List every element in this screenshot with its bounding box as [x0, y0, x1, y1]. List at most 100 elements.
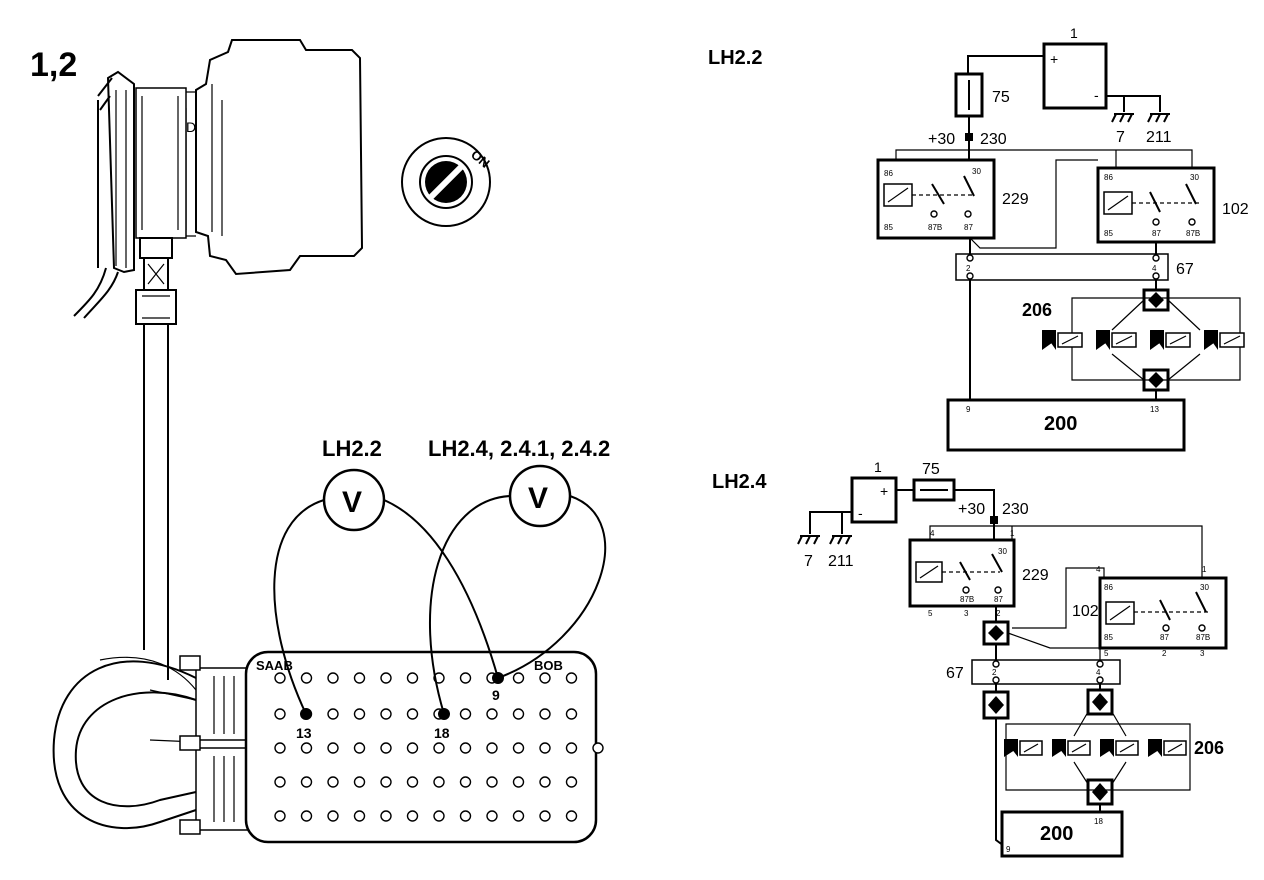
bob-socket — [486, 810, 498, 822]
lh22-connector-67 — [955, 253, 1169, 281]
bob-socket — [353, 810, 366, 822]
bob-socket — [459, 742, 472, 754]
bob-socket — [565, 776, 578, 788]
lh22-main-pin-86: 86 — [884, 169, 893, 178]
bob-socket — [459, 672, 472, 684]
bob-socket — [274, 776, 286, 788]
injector-icon — [1096, 330, 1137, 350]
bob-socket — [380, 672, 392, 684]
lh24-conn-pin-4: 4 — [1096, 668, 1101, 677]
bob-socket — [512, 776, 525, 788]
lh22-conn-pin-2: 2 — [966, 264, 971, 273]
bob-socket — [327, 708, 339, 720]
lh24-ecu-pin-9: 9 — [1006, 845, 1011, 854]
bob-socket — [406, 742, 419, 754]
bob-socket — [592, 742, 604, 754]
lh24-fp-pin-1: 1 — [1202, 565, 1207, 574]
lh24-battery — [850, 476, 898, 524]
bob-socket — [300, 810, 313, 822]
breakout-box: SAAB BOB 13 18 9 — [244, 650, 604, 844]
voltmeter-lh22: V — [322, 468, 386, 532]
bob-socket — [274, 708, 286, 720]
lh22-main-relay-label: 229 — [1002, 191, 1029, 208]
lh22-fuelpump-relay-label: 102 — [1222, 201, 1249, 218]
lh24-fp-pin-86: 86 — [1104, 583, 1113, 592]
bob-socket — [327, 810, 339, 822]
bob-socket — [565, 672, 578, 684]
lh22-fuse-label: 75 — [992, 89, 1010, 106]
injector-icon — [1042, 330, 1083, 350]
bob-socket — [406, 776, 419, 788]
bob-socket — [300, 776, 313, 788]
lh22-battery-label: 1 — [1070, 25, 1078, 41]
lh24-main-pin-5: 5 — [928, 609, 933, 618]
schematic-lh22: LH2.2 1 + - 7 211 75 +30 230 229 86 30 8… — [708, 25, 1249, 452]
bob-socket — [433, 742, 445, 754]
bob-socket — [353, 776, 366, 788]
lh22-ground-211: 211 — [1146, 129, 1172, 146]
injector-icon — [1004, 739, 1043, 757]
meter-lh24-title: LH2.4, 2.4.1, 2.4.2 — [428, 436, 610, 461]
lh22-ground-7: 7 — [1116, 129, 1125, 146]
lh24-fuse-label: 75 — [922, 461, 940, 478]
lh22-main-pin-85: 85 — [884, 223, 893, 232]
lh22-node-230: 230 — [980, 131, 1007, 148]
bob-socket — [539, 672, 551, 684]
lh24-ecu-pin-18: 18 — [1094, 817, 1103, 826]
bob-plug-connectors — [179, 655, 249, 835]
lh22-main-pin-87b: 87B — [928, 223, 942, 232]
schematic-lh24: LH2.4 1 + - 7 211 75 +30 230 229 4 30 1 … — [712, 459, 1228, 858]
lh22-battery-plus: + — [1050, 51, 1058, 67]
lh24-main-pin-4: 4 — [930, 529, 935, 538]
lh24-main-pin-3: 3 — [964, 609, 969, 618]
injector-icon — [1052, 739, 1091, 757]
bob-socket — [380, 810, 392, 822]
bob-socket — [459, 810, 472, 822]
injector-icon — [1148, 739, 1187, 757]
ignition-switch: ON — [401, 137, 493, 227]
lh24-main-pin-87: 87 — [994, 595, 1003, 604]
lh24-connector-label: 67 — [946, 665, 964, 682]
lh24-fp-pin-4: 4 — [1096, 565, 1101, 574]
lh24-ecu — [1000, 810, 1124, 858]
lh24-main-pin-2: 2 — [996, 609, 1001, 618]
bob-socket — [565, 742, 578, 754]
bob-bob-label: BOB — [534, 658, 563, 673]
bob-socket — [380, 742, 392, 754]
injector-icon — [1204, 330, 1245, 350]
bob-socket — [459, 708, 472, 720]
bob-socket — [512, 708, 525, 720]
bob-socket — [539, 776, 551, 788]
lh24-plus30: +30 — [958, 501, 985, 518]
lh24-fp-pin-30: 30 — [1200, 583, 1209, 592]
bob-socket — [565, 708, 578, 720]
bob-socket — [512, 742, 525, 754]
bob-socket — [486, 708, 498, 720]
bob-socket — [539, 810, 551, 822]
bob-socket — [274, 810, 286, 822]
lh24-ground-211: 211 — [828, 553, 854, 570]
bob-socket — [486, 742, 498, 754]
meter-lh22-title: LH2.2 — [322, 436, 382, 461]
bob-socket — [353, 742, 366, 754]
lh24-fp-pin-5: 5 — [1104, 649, 1109, 658]
bob-pin-18-label: 18 — [434, 725, 450, 741]
lh22-fp-pin-86: 86 — [1104, 173, 1113, 182]
bob-socket — [274, 672, 286, 684]
lh24-fp-pin-87b: 87B — [1196, 633, 1210, 642]
lh24-fp-pin-2: 2 — [1162, 649, 1167, 658]
lh22-plus30: +30 — [928, 131, 955, 148]
bob-socket — [406, 810, 419, 822]
bob-socket — [433, 776, 445, 788]
bob-socket — [433, 810, 445, 822]
svg-text:D: D — [186, 119, 196, 135]
bob-socket — [300, 742, 313, 754]
lh22-main-pin-87: 87 — [964, 223, 973, 232]
bob-socket — [300, 672, 313, 684]
ecu-unit-illustration: D — [52, 39, 364, 835]
lh22-injectors-label: 206 — [1022, 300, 1052, 320]
bob-socket — [539, 742, 551, 754]
ignition-on-label: ON — [468, 147, 493, 171]
bob-socket — [327, 776, 339, 788]
